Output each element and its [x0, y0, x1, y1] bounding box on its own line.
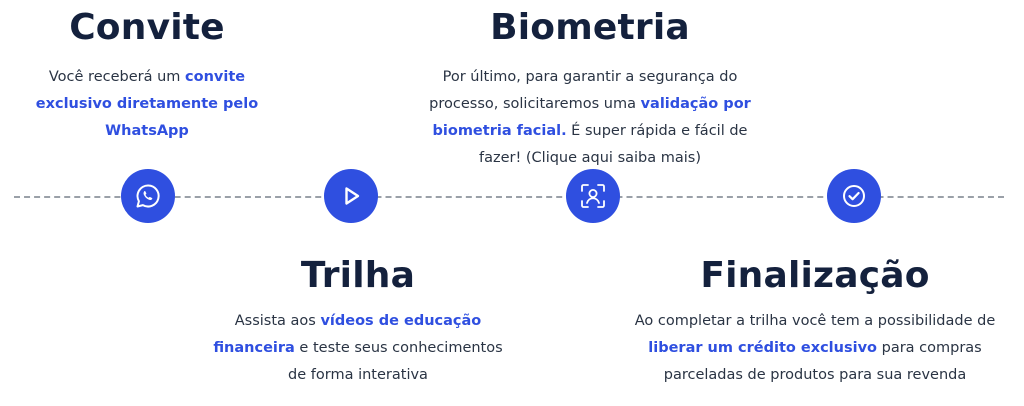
play-icon	[345, 187, 360, 205]
step-title-convite: Convite	[69, 7, 225, 48]
desc-text: e teste seus conhecimentos de forma inte…	[288, 340, 503, 383]
step-icon-biometria[interactable]	[566, 169, 620, 223]
desc-text-link[interactable]: É super rápida e fácil de fazer! (Clique…	[478, 123, 748, 166]
desc-highlight: liberar um crédito exclusivo	[648, 340, 877, 356]
step-trilha: Trilha Assista aos vídeos de educação fi…	[208, 254, 508, 389]
step-title-finalizacao: Finalização	[700, 255, 930, 296]
timeline-dashed-line	[14, 196, 1004, 198]
step-desc-finalizacao: Ao completar a trilha você tem a possibi…	[612, 308, 1018, 389]
step-biometria: Biometria Por último, para garantir a se…	[410, 6, 770, 172]
desc-text: para compras parceladas de produtos para…	[663, 340, 982, 383]
desc-highlight: convite exclusivo diretamente pelo Whats…	[35, 69, 259, 139]
step-desc-biometria: Por último, para garantir a segurança do…	[410, 64, 770, 172]
step-convite: Convite Você receberá um convite exclusi…	[22, 6, 272, 145]
whatsapp-icon	[136, 184, 160, 208]
step-icon-convite	[121, 169, 175, 223]
desc-highlight: vídeos de educação financeira	[213, 313, 482, 356]
face-scan-icon	[581, 184, 605, 208]
desc-text: Por último, para garantir a segurança do…	[429, 69, 738, 112]
step-title-biometria: Biometria	[490, 7, 690, 48]
desc-highlight: validação por biometria facial.	[432, 96, 751, 139]
step-title-trilha: Trilha	[300, 255, 416, 296]
desc-text: Ao completar a trilha você tem a possibi…	[634, 313, 996, 329]
desc-text: Você receberá um	[48, 69, 186, 85]
check-circle-icon	[843, 185, 865, 207]
step-desc-convite: Você receberá um convite exclusivo diret…	[22, 64, 272, 145]
desc-text: Assista aos	[234, 313, 321, 329]
step-finalizacao: Finalização Ao completar a trilha você t…	[612, 254, 1018, 389]
step-icon-finalizacao	[827, 169, 881, 223]
step-icon-trilha	[324, 169, 378, 223]
step-desc-trilha: Assista aos vídeos de educação financeir…	[208, 308, 508, 389]
